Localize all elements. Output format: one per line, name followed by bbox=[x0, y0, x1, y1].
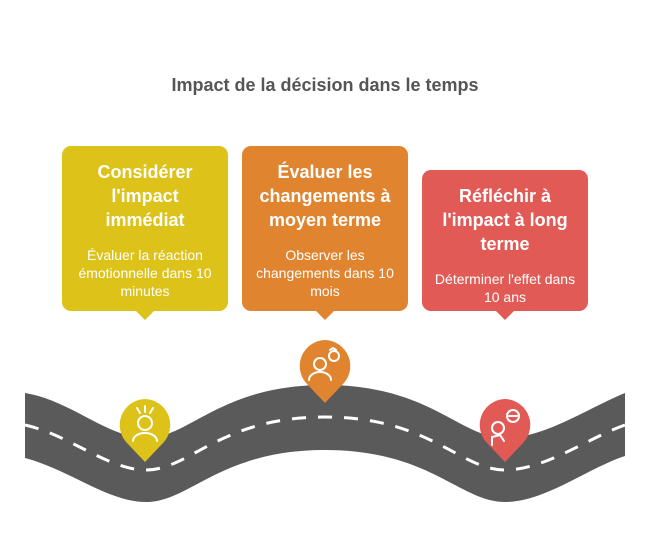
stressed-face-icon bbox=[132, 405, 158, 442]
road-center-line bbox=[24, 415, 626, 472]
person-changing-icon bbox=[308, 346, 340, 381]
card-long-term: Réfléchir à l'impact à long terme Déterm… bbox=[422, 170, 588, 311]
person-thinking-icon bbox=[491, 409, 520, 446]
marker-medium-term bbox=[299, 340, 351, 403]
marker-immediate bbox=[119, 399, 171, 462]
card-title: Réfléchir à l'impact à long terme bbox=[442, 186, 568, 254]
diagram-title: Impact de la décision dans le temps bbox=[171, 75, 479, 95]
marker-long-term bbox=[479, 399, 531, 462]
card-description: Déterminer l'effet dans 10 ans bbox=[434, 271, 576, 305]
card-immediate: Considérer l'impact immédiat Évaluer la … bbox=[62, 146, 228, 311]
card-title: Évaluer les changements à moyen terme bbox=[259, 162, 391, 230]
road bbox=[25, 385, 625, 502]
card-description: Évaluer la réaction émotionnelle dans 10… bbox=[78, 247, 212, 299]
card-medium-term: Évaluer les changements à moyen terme Ob… bbox=[242, 146, 408, 311]
card-description: Observer les changements dans 10 mois bbox=[256, 247, 394, 299]
card-title: Considérer l'impact immédiat bbox=[97, 162, 193, 230]
